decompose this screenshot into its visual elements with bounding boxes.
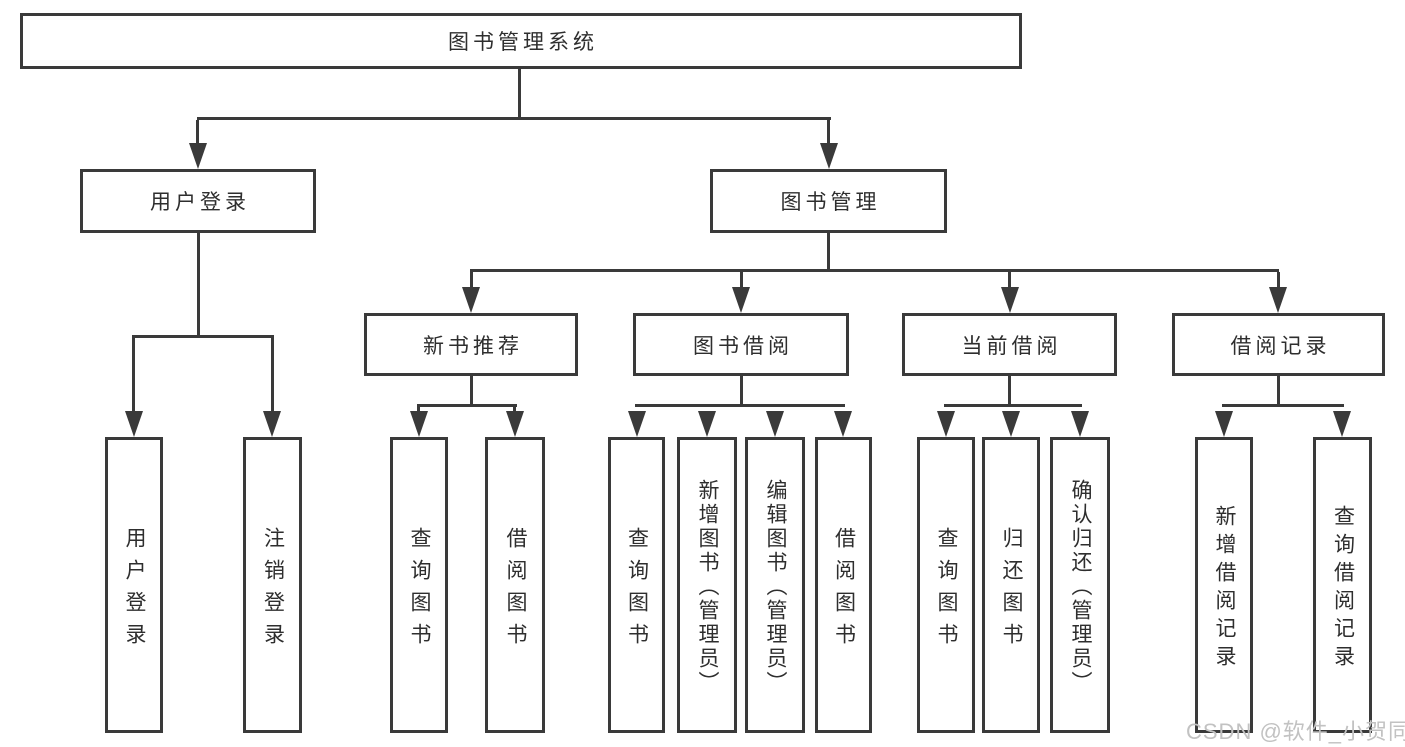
connector-line bbox=[132, 335, 274, 338]
arrow-down-icon bbox=[1215, 411, 1233, 437]
connector-line bbox=[1277, 272, 1280, 290]
connector-line bbox=[635, 404, 845, 407]
connector-line bbox=[944, 404, 1082, 407]
arrow-down-icon bbox=[1071, 411, 1089, 437]
node-user-login: 用户登录 bbox=[80, 169, 316, 233]
connector-line bbox=[470, 272, 473, 290]
connector-line bbox=[827, 120, 830, 149]
arrow-down-icon bbox=[1333, 411, 1351, 437]
arrow-down-icon bbox=[462, 287, 480, 313]
leaf-add-borrow-record: 新增借阅记录 bbox=[1195, 437, 1253, 733]
node-borrowing-records: 借阅记录 bbox=[1172, 313, 1385, 376]
connector-line bbox=[470, 376, 473, 406]
arrow-down-icon bbox=[1269, 287, 1287, 313]
connector-line bbox=[827, 233, 830, 272]
leaf-borrow-books-recommend: 借阅图书 bbox=[485, 437, 545, 733]
arrow-down-icon bbox=[698, 411, 716, 437]
leaf-query-books-borrowing: 查询图书 bbox=[608, 437, 665, 733]
arrow-down-icon bbox=[125, 411, 143, 437]
connector-line bbox=[740, 376, 743, 406]
arrow-down-icon bbox=[263, 411, 281, 437]
arrow-down-icon bbox=[410, 411, 428, 437]
connector-line bbox=[1277, 376, 1280, 406]
connector-line bbox=[513, 404, 516, 414]
connector-line bbox=[1008, 272, 1011, 290]
connector-line bbox=[197, 117, 831, 120]
arrow-down-icon bbox=[732, 287, 750, 313]
leaf-return-books: 归还图书 bbox=[982, 437, 1040, 733]
connector-line bbox=[197, 233, 200, 336]
arrow-down-icon bbox=[1002, 411, 1020, 437]
connector-line bbox=[417, 404, 517, 407]
node-book-management: 图书管理 bbox=[710, 169, 947, 233]
arrow-down-icon bbox=[937, 411, 955, 437]
leaf-borrow-books: 借阅图书 bbox=[815, 437, 872, 733]
leaf-edit-books-admin: 编辑图书（管理员） bbox=[745, 437, 805, 733]
connector-line bbox=[1222, 404, 1344, 407]
leaf-query-borrow-record: 查询借阅记录 bbox=[1313, 437, 1372, 733]
connector-line bbox=[132, 338, 135, 414]
connector-line bbox=[196, 120, 199, 149]
connector-line bbox=[1008, 376, 1011, 406]
leaf-query-books-recommend: 查询图书 bbox=[390, 437, 448, 733]
arrow-down-icon bbox=[189, 143, 207, 169]
node-new-book-recommend: 新书推荐 bbox=[364, 313, 578, 376]
leaf-confirm-return-admin: 确认归还（管理员） bbox=[1050, 437, 1110, 733]
arrow-down-icon bbox=[820, 143, 838, 169]
arrow-down-icon bbox=[1001, 287, 1019, 313]
leaf-logout: 注销登录 bbox=[243, 437, 302, 733]
leaf-add-books-admin: 新增图书（管理员） bbox=[677, 437, 737, 733]
arrow-down-icon bbox=[766, 411, 784, 437]
arrow-down-icon bbox=[506, 411, 524, 437]
leaf-query-books-current: 查询图书 bbox=[917, 437, 975, 733]
arrow-down-icon bbox=[628, 411, 646, 437]
leaf-user-login: 用户登录 bbox=[105, 437, 163, 733]
connector-line bbox=[271, 338, 274, 414]
arrow-down-icon bbox=[834, 411, 852, 437]
connector-line bbox=[740, 272, 743, 290]
connector-line bbox=[470, 269, 1279, 272]
connector-line bbox=[417, 404, 420, 414]
connector-line bbox=[518, 69, 521, 120]
node-current-borrowing: 当前借阅 bbox=[902, 313, 1117, 376]
node-book-borrowing: 图书借阅 bbox=[633, 313, 849, 376]
csdn-watermark: CSDN @软件_小贺同学 bbox=[1186, 719, 1405, 744]
node-root-system: 图书管理系统 bbox=[20, 13, 1022, 69]
